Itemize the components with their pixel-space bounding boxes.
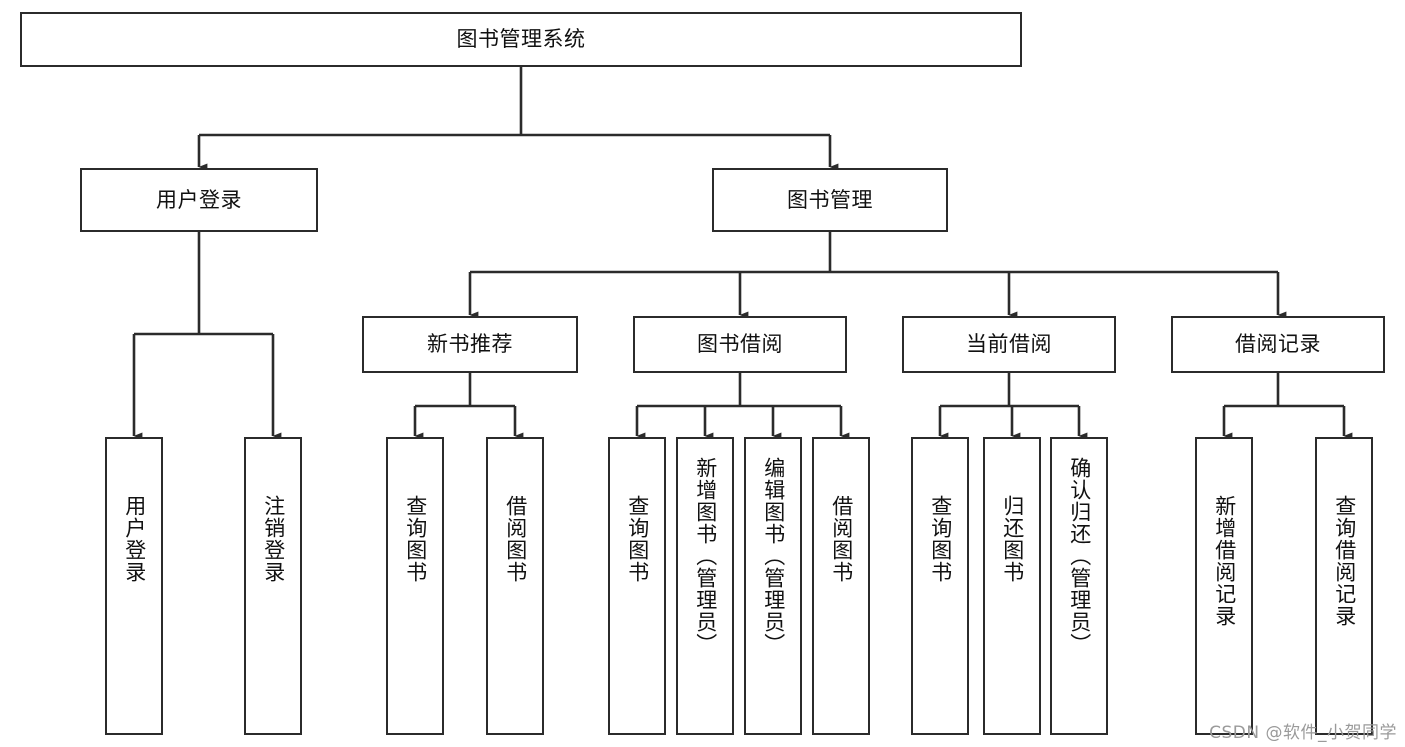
node-label: 借阅图书 xyxy=(503,495,528,583)
node-label: 新增图书（管理员） xyxy=(693,457,718,655)
node-new-book-rec[interactable]: 新书推荐 xyxy=(362,316,578,373)
node-leaf-user-login[interactable]: 用户登录 xyxy=(105,437,163,735)
node-label: 注销登录 xyxy=(261,495,286,583)
node-leaf-borrow-add[interactable]: 新增图书（管理员） xyxy=(676,437,734,735)
node-label: 归还图书 xyxy=(1000,495,1025,583)
node-leaf-borrow-query[interactable]: 查询图书 xyxy=(608,437,666,735)
node-label: 编辑图书（管理员） xyxy=(761,457,786,655)
node-current-borrow[interactable]: 当前借阅 xyxy=(902,316,1116,373)
node-leaf-rec-borrow[interactable]: 借阅图书 xyxy=(486,437,544,735)
node-leaf-rec-add[interactable]: 新增借阅记录 xyxy=(1195,437,1253,735)
node-label: 图书管理系统 xyxy=(456,27,586,52)
node-leaf-borrow-edit[interactable]: 编辑图书（管理员） xyxy=(744,437,802,735)
node-label: 查询图书 xyxy=(928,495,953,583)
node-root[interactable]: 图书管理系统 xyxy=(20,12,1022,67)
node-leaf-rec-query[interactable]: 查询图书 xyxy=(386,437,444,735)
node-label: 新增借阅记录 xyxy=(1212,495,1237,627)
node-label: 新书推荐 xyxy=(427,332,513,357)
node-leaf-rec-search[interactable]: 查询借阅记录 xyxy=(1315,437,1373,735)
node-book-manage[interactable]: 图书管理 xyxy=(712,168,948,232)
node-leaf-borrow-do[interactable]: 借阅图书 xyxy=(812,437,870,735)
node-borrow-record[interactable]: 借阅记录 xyxy=(1171,316,1385,373)
node-leaf-cur-return[interactable]: 归还图书 xyxy=(983,437,1041,735)
node-label: 借阅记录 xyxy=(1235,332,1321,357)
node-leaf-cur-query[interactable]: 查询图书 xyxy=(911,437,969,735)
watermark-label: CSDN @软件_小贺同学 xyxy=(1209,723,1397,743)
node-label: 查询图书 xyxy=(625,495,650,583)
node-label: 查询借阅记录 xyxy=(1332,495,1357,627)
node-label: 用户登录 xyxy=(156,187,242,212)
node-label: 图书管理 xyxy=(787,187,873,212)
node-label: 借阅图书 xyxy=(829,495,854,583)
node-label: 当前借阅 xyxy=(966,332,1052,357)
node-label: 图书借阅 xyxy=(697,332,783,357)
node-label: 查询图书 xyxy=(403,495,428,583)
node-label: 确认归还（管理员） xyxy=(1067,457,1092,655)
node-user-login[interactable]: 用户登录 xyxy=(80,168,318,232)
node-book-borrow[interactable]: 图书借阅 xyxy=(633,316,847,373)
node-leaf-cur-confirm[interactable]: 确认归还（管理员） xyxy=(1050,437,1108,735)
node-label: 用户登录 xyxy=(122,495,147,583)
node-leaf-user-logout[interactable]: 注销登录 xyxy=(244,437,302,735)
